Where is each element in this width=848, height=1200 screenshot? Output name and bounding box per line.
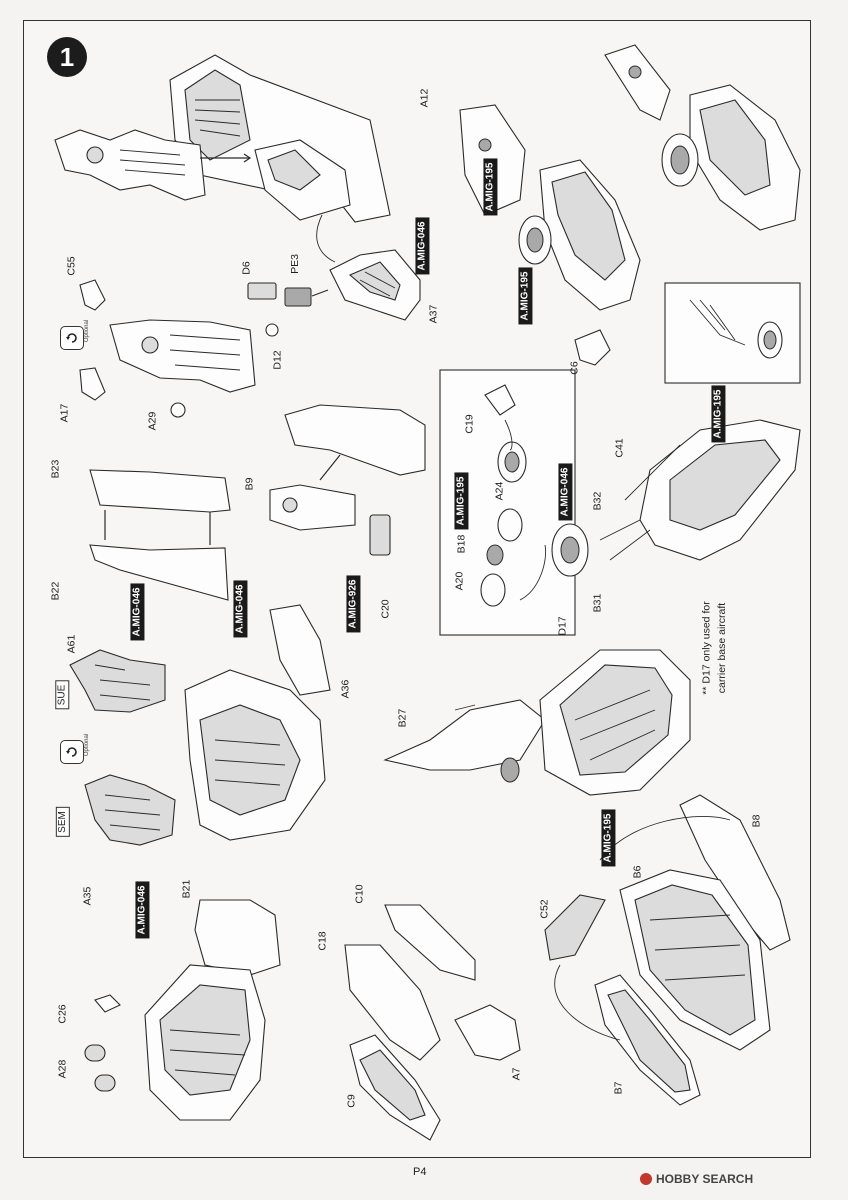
paint-callout: A.MIG-926 bbox=[346, 575, 361, 633]
paint-callout: A.MIG-195 bbox=[601, 809, 616, 867]
nose-gear-strut bbox=[383, 699, 546, 783]
main-gear-well-mid bbox=[518, 159, 641, 311]
label-b32: B32 bbox=[591, 491, 604, 511]
variant-sue: SUE bbox=[55, 680, 70, 710]
seat-top-left bbox=[54, 129, 206, 201]
label-b31: B31 bbox=[591, 593, 604, 613]
watermark-logo-icon bbox=[640, 1173, 652, 1185]
footnote-line-2: carrier base aircraft bbox=[716, 602, 729, 694]
footnote-line-1: ** D17 only used for bbox=[700, 601, 713, 695]
bracket-frame bbox=[89, 469, 231, 601]
seat-frame-mid bbox=[109, 319, 256, 393]
paint-callout: A.MIG-046 bbox=[415, 217, 430, 275]
label-a37: A37 bbox=[427, 304, 440, 324]
label-b9: B9 bbox=[243, 477, 256, 491]
label-a35: A35 bbox=[81, 886, 94, 906]
cockpit-tub-mid bbox=[184, 604, 331, 841]
page-number: P4 bbox=[413, 1166, 427, 1178]
label-d12: D12 bbox=[271, 350, 284, 370]
step-number-badge: 1 bbox=[47, 37, 87, 77]
label-a17: A17 bbox=[58, 403, 71, 423]
paint-callout: A.MIG-195 bbox=[711, 385, 726, 443]
label-c18: C18 bbox=[316, 931, 329, 951]
label-a28: A28 bbox=[56, 1059, 69, 1079]
label-c52: C52 bbox=[538, 899, 551, 919]
label-a36: A36 bbox=[339, 679, 352, 699]
label-b21: B21 bbox=[180, 879, 193, 899]
optional-label: Optional bbox=[84, 733, 91, 757]
optional-rotate-icon bbox=[60, 326, 84, 350]
watermark-text: HOBBY SEARCH bbox=[656, 1172, 754, 1186]
nose-gear-well bbox=[539, 649, 691, 796]
label-a61: A61 bbox=[65, 634, 78, 654]
label-b18: B18 bbox=[455, 534, 468, 554]
label-d6: D6 bbox=[240, 261, 253, 275]
paint-callout: A.MIG-046 bbox=[135, 881, 150, 939]
instrument-panel-sue bbox=[69, 649, 166, 713]
instrument-panel-sem bbox=[84, 774, 176, 846]
label-c20: C20 bbox=[379, 599, 392, 619]
paint-callout: A.MIG-046 bbox=[130, 583, 145, 641]
paint-callout: A.MIG-046 bbox=[558, 463, 573, 521]
cockpit-lower-left bbox=[144, 899, 281, 1121]
paint-callout: A.MIG-195 bbox=[483, 158, 498, 216]
label-c6: C6 bbox=[568, 361, 581, 375]
cockpit-tub-top bbox=[169, 54, 391, 223]
label-b22: B22 bbox=[49, 581, 62, 601]
label-a20: A20 bbox=[453, 571, 466, 591]
paint-callout: A.MIG-195 bbox=[454, 472, 469, 530]
label-b6: B6 bbox=[631, 865, 644, 879]
main-gear-leg bbox=[599, 419, 801, 561]
watermark: HOBBY SEARCH bbox=[640, 1172, 753, 1186]
label-a29: A29 bbox=[146, 411, 159, 431]
label-c10: C10 bbox=[353, 884, 366, 904]
nose-bay-right bbox=[594, 794, 791, 1106]
variant-sem: SEM bbox=[55, 807, 70, 837]
label-a7: A7 bbox=[510, 1067, 523, 1081]
label-c19: C19 bbox=[463, 414, 476, 434]
seat-back-b9 bbox=[269, 404, 426, 556]
label-a24: A24 bbox=[493, 481, 506, 501]
label-pe3: PE3 bbox=[288, 254, 301, 274]
paint-callout: A.MIG-046 bbox=[233, 580, 248, 638]
label-c26: C26 bbox=[56, 1004, 69, 1024]
optional-label: Optional bbox=[84, 319, 91, 343]
label-b23: B23 bbox=[49, 459, 62, 479]
label-c55: C55 bbox=[65, 256, 78, 276]
label-d17: D17 bbox=[556, 616, 569, 636]
label-b7: B7 bbox=[612, 1081, 625, 1095]
label-a12: A12 bbox=[418, 88, 431, 108]
seat-pan-a37 bbox=[329, 249, 421, 321]
label-b27: B27 bbox=[396, 708, 409, 728]
nose-gear-well-top bbox=[604, 44, 801, 231]
label-c9: C9 bbox=[345, 1094, 358, 1108]
optional-rotate-icon bbox=[60, 740, 84, 764]
paint-callout: A.MIG-195 bbox=[518, 267, 533, 325]
label-c41: C41 bbox=[613, 438, 626, 458]
console-c10-c18 bbox=[344, 904, 476, 1141]
label-b8: B8 bbox=[750, 814, 763, 828]
